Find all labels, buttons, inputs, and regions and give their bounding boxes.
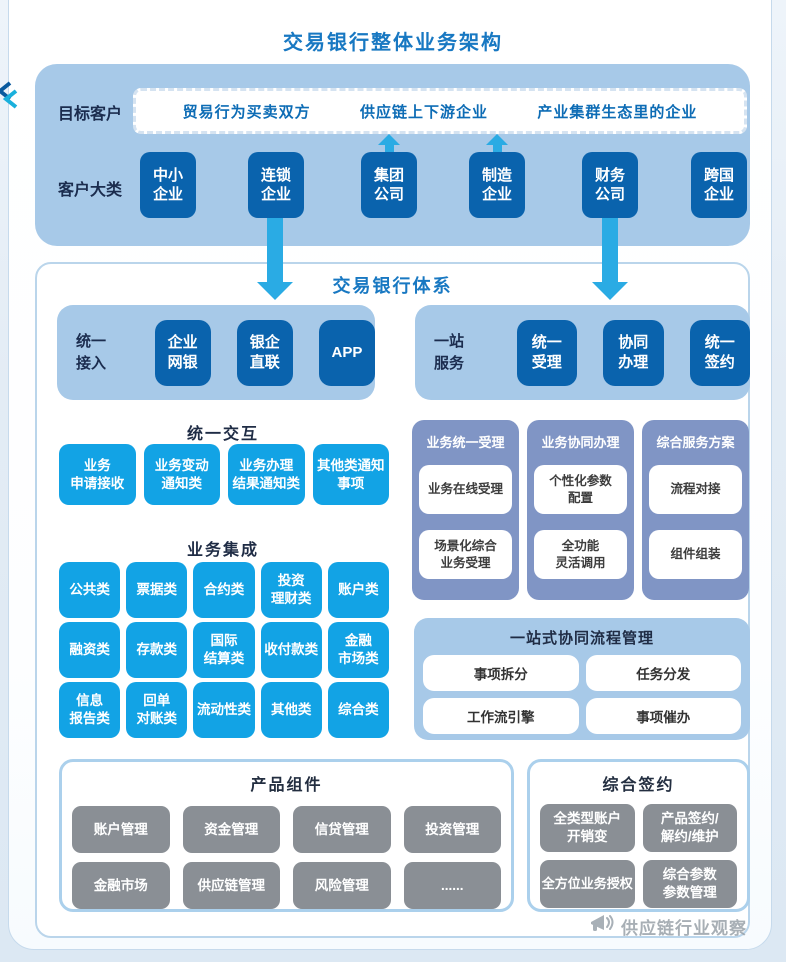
- product-box-credit: 信贷管理: [293, 806, 391, 853]
- flow-management-panel: 一站式协同流程管理 事项拆分 任务分发 工作流引擎 事项催办: [414, 618, 750, 740]
- column-title: 业务协同办理: [541, 435, 620, 450]
- down-arrow-icon: [257, 218, 293, 300]
- signing-box-account: 全类型账户 开销变: [540, 804, 635, 852]
- integration-box: 综合类: [327, 682, 389, 738]
- flow-item-workflow: 工作流引擎: [423, 698, 579, 734]
- customer-panel: 目标客户 贸易行为买卖双方 供应链上下游企业 产业集群生态里的企业 客户大类 中…: [35, 64, 750, 246]
- category-box-manufacturing: 制造 企业: [469, 152, 525, 218]
- integration-box: 其他类: [260, 682, 322, 738]
- integration-box: 合约类: [193, 562, 255, 618]
- column-title: 综合服务方案: [656, 435, 735, 450]
- integration-box: 收付款类: [260, 622, 322, 678]
- signing-box-authorization: 全方位业务授权: [540, 860, 635, 908]
- integration-box: 融资类: [59, 622, 121, 678]
- collaborative-handling-column: 业务协同办理 个性化参数 配置 全功能 灵活调用: [527, 420, 634, 600]
- customer-category-label: 客户大类: [57, 182, 122, 199]
- unified-access-panel: 统一 接入 企业 网银 银企 直联 APP: [57, 305, 375, 400]
- product-components-title: 产品组件: [250, 777, 323, 794]
- megaphone-icon: [588, 912, 615, 940]
- product-box-more: ......: [403, 862, 501, 909]
- double-chevron-left-icon: [0, 80, 20, 115]
- interaction-box-result-notice: 业务办理 结果通知类: [228, 444, 305, 505]
- category-box-sme: 中小 企业: [140, 152, 196, 218]
- interaction-box-apply: 业务 申请接收: [59, 444, 136, 505]
- product-box-supply-chain: 供应链管理: [182, 862, 280, 909]
- integration-box: 国际 结算类: [193, 622, 255, 678]
- integration-box: 存款类: [126, 622, 188, 678]
- service-box-signing: 统一 签约: [689, 319, 750, 386]
- system-title: 交易银行体系: [332, 276, 453, 296]
- target-item-cluster: 产业集群生态里的企业: [537, 103, 698, 121]
- integration-box: 回单 对账类: [126, 682, 188, 738]
- down-arrow-icon: [592, 218, 628, 300]
- up-arrow-icon: [486, 134, 508, 153]
- watermark-label: 供应链行业观察: [621, 918, 747, 938]
- signing-grid: 全类型账户 开销变 产品签约/ 解约/维护 全方位业务授权 综合参数 参数管理: [540, 804, 737, 908]
- target-item-supplychain: 供应链上下游企业: [359, 103, 488, 121]
- flow-item-dispatch: 任务分发: [585, 655, 741, 691]
- up-arrow-icon: [378, 134, 400, 153]
- column-card: 场景化综合 业务受理: [419, 530, 512, 579]
- unified-interaction-row: 业务 申请接收 业务变动 通知类 业务办理 结果通知类 其他类通知 事项: [59, 444, 389, 505]
- interaction-box-change-notice: 业务变动 通知类: [143, 444, 220, 505]
- product-box-investment: 投资管理: [403, 806, 501, 853]
- signing-box-product: 产品签约/ 解约/维护: [642, 804, 737, 852]
- product-box-financial-market: 金融市场: [72, 862, 170, 909]
- unified-access-label: 统一 接入: [76, 332, 107, 372]
- flow-grid: 事项拆分 任务分发 工作流引擎 事项催办: [423, 655, 741, 734]
- access-box-app: APP: [318, 319, 375, 386]
- target-customer-box: 贸易行为买卖双方 供应链上下游企业 产业集群生态里的企业: [133, 88, 747, 134]
- integrated-signing-panel: 综合签约 全类型账户 开销变 产品签约/ 解约/维护 全方位业务授权 综合参数 …: [527, 759, 750, 912]
- integration-box: 流动性类: [193, 682, 255, 738]
- service-box-acceptance: 统一 受理: [516, 319, 578, 386]
- service-box-collaboration: 协同 办理: [603, 319, 664, 386]
- integration-box: 票据类: [126, 562, 188, 618]
- product-box-risk: 风险管理: [293, 862, 391, 909]
- integrated-signing-title: 综合签约: [602, 777, 675, 794]
- category-box-finance: 财务 公司: [582, 152, 638, 218]
- column-card: 全功能 灵活调用: [534, 530, 627, 579]
- one-stop-service-panel: 一站 服务 统一 受理 协同 办理 统一 签约: [415, 305, 750, 400]
- target-customer-label: 目标客户: [57, 106, 122, 123]
- column-card: 个性化参数 配置: [534, 465, 627, 514]
- category-box-multinational: 跨国 企业: [691, 152, 747, 218]
- flow-management-title: 一站式协同流程管理: [509, 630, 654, 647]
- flow-item-split: 事项拆分: [423, 655, 579, 691]
- integration-box: 金融 市场类: [327, 622, 389, 678]
- unified-interaction-heading: 统一交互: [186, 426, 259, 443]
- page-title: 交易银行整体业务架构: [283, 32, 503, 54]
- integration-box: 账户类: [327, 562, 389, 618]
- product-grid: 账户管理 资金管理 信贷管理 投资管理 金融市场 供应链管理 风险管理 ....…: [72, 806, 501, 909]
- column-card: 流程对接: [649, 465, 742, 514]
- integrated-service-column: 综合服务方案 流程对接 组件组装: [642, 420, 749, 600]
- target-item-trade: 贸易行为买卖双方: [182, 103, 311, 121]
- product-box-account: 账户管理: [72, 806, 170, 853]
- flow-item-reminder: 事项催办: [585, 698, 741, 734]
- access-box-ebank: 企业 网银: [154, 319, 211, 386]
- interaction-box-other-notice: 其他类通知 事项: [312, 444, 389, 505]
- column-card: 组件组装: [649, 530, 742, 579]
- business-integration-heading: 业务集成: [186, 542, 259, 559]
- category-box-group: 集团 公司: [361, 152, 417, 218]
- column-card: 业务在线受理: [419, 465, 512, 514]
- signing-box-parameters: 综合参数 参数管理: [642, 860, 737, 908]
- product-box-funds: 资金管理: [182, 806, 280, 853]
- integration-box: 投资 理财类: [260, 562, 322, 618]
- watermark: 供应链行业观察: [588, 912, 747, 940]
- integration-box: 信息 报告类: [59, 682, 121, 738]
- one-stop-service-label: 一站 服务: [434, 332, 465, 372]
- integration-box: 公共类: [59, 562, 121, 618]
- system-panel: 交易银行体系 统一 接入 企业 网银 银企 直联 APP 一站 服务 统一 受理…: [35, 262, 750, 938]
- category-box-chain: 连锁 企业: [248, 152, 304, 218]
- access-box-directlink: 银企 直联: [236, 319, 293, 386]
- product-components-panel: 产品组件 账户管理 资金管理 信贷管理 投资管理 金融市场 供应链管理 风险管理…: [59, 759, 514, 912]
- business-integration-grid: 公共类 票据类 合约类 投资 理财类 账户类 融资类 存款类 国际 结算类 收付…: [59, 562, 389, 738]
- unified-acceptance-column: 业务统一受理 业务在线受理 场景化综合 业务受理: [412, 420, 519, 600]
- column-title: 业务统一受理: [426, 435, 505, 450]
